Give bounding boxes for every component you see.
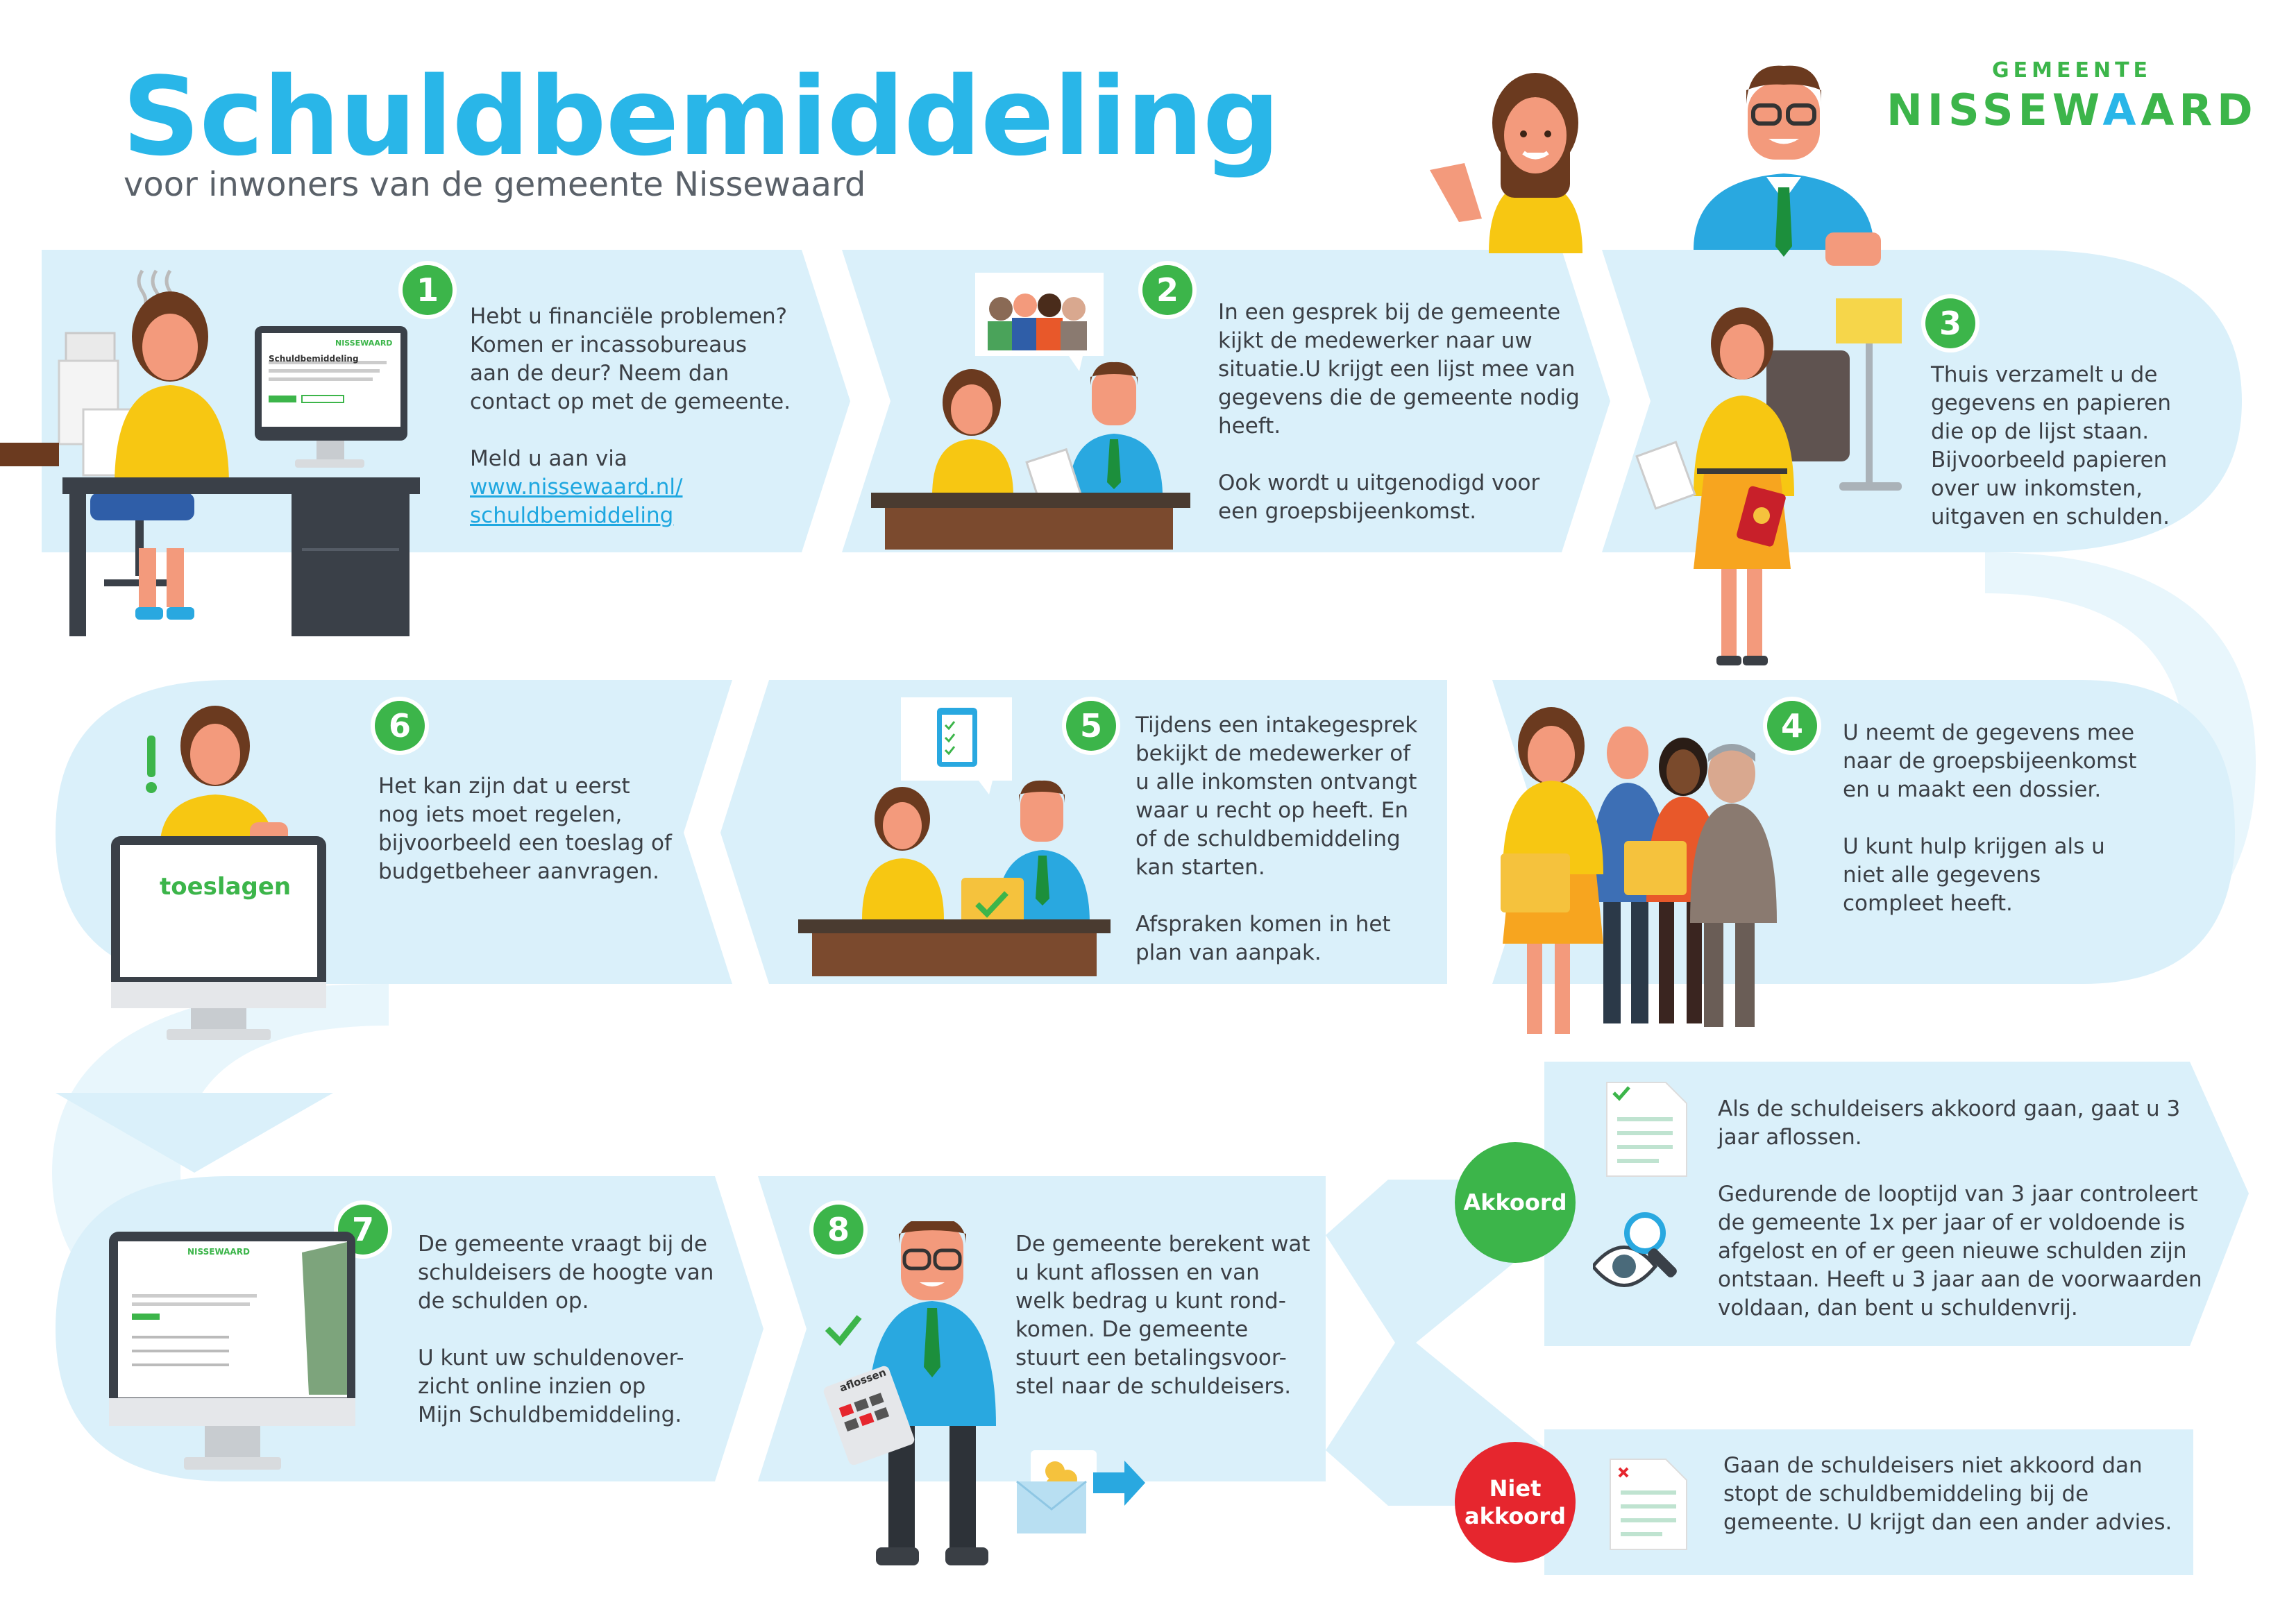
- step-8-text: De gemeente berekent wat u kunt aflossen…: [1015, 1232, 1310, 1399]
- step-6-illustration: [111, 706, 326, 1040]
- band-niet-akkoord: [1544, 1429, 2193, 1575]
- step-5-number: 5: [1066, 701, 1116, 751]
- band-akkoord: [1544, 1062, 2249, 1346]
- step-8-illustration: [823, 1221, 1145, 1565]
- header-woman-illustration: [1430, 73, 1582, 253]
- link-line-1: www.nissewaard.nl/: [470, 475, 683, 500]
- step-2-illustration: [871, 273, 1190, 550]
- step-4-illustration: [1501, 707, 1777, 1034]
- step-4-number: 4: [1767, 701, 1817, 751]
- logo-part-b: A: [2102, 85, 2141, 135]
- logo-part-a: NISSEW: [1886, 85, 2103, 135]
- header-man-illustration: [1694, 65, 1881, 266]
- step-1-number: 1: [403, 265, 453, 315]
- akkoord-badge: Akkoord: [1455, 1142, 1576, 1263]
- step-4-text: U neemt de gegevens mee naar de groepsbi…: [1843, 720, 2137, 916]
- step-3-text: Thuis verzamelt u de gegevens en papiere…: [1931, 362, 2171, 529]
- step-3-illustration: [1635, 298, 1902, 665]
- step-3-number: 3: [1925, 298, 1975, 348]
- logo-nissewaard: NISSEWAARD: [1886, 85, 2258, 135]
- band-step-1: [42, 250, 850, 552]
- step-5-illustration: [798, 697, 1111, 976]
- step-1-text: Hebt u financiële problemen? Komen er in…: [470, 303, 791, 530]
- niet-akkoord-text: Gaan de schuldeisers niet akkoord dan st…: [1723, 1453, 2172, 1535]
- page-title: Schuldbemiddeling: [122, 53, 1280, 180]
- step-7-illustration: [109, 1232, 355, 1470]
- monitor-1-brand: NISSEWAARD: [335, 339, 393, 348]
- logo-gemeente: GEMEENTE: [1992, 58, 2152, 83]
- step-6-number: 6: [375, 701, 425, 751]
- step-5-text: Tijdens een intakegesprek bekijkt de med…: [1136, 713, 1418, 965]
- niet-akkoord-document-icon: [1610, 1459, 1687, 1550]
- monitor-7-brand: NISSEWAARD: [187, 1247, 250, 1257]
- akkoord-icons: [1593, 1082, 1687, 1287]
- step-7-text: De gemeente vraagt bij de schuldeisers d…: [418, 1232, 714, 1427]
- branch-arrows: [1326, 1180, 1548, 1506]
- step-8-number: 8: [813, 1205, 863, 1255]
- akkoord-text: Als de schuldeisers akkoord gaan, gaat u…: [1718, 1096, 2202, 1320]
- logo-part-c: ARD: [2141, 85, 2258, 135]
- step-1-description: Hebt u financiële problemen? Komen er in…: [470, 304, 791, 471]
- monitor-1-title: Schuldbemiddeling: [269, 354, 359, 364]
- arrow-6-7: [56, 1093, 333, 1173]
- aanmeld-link[interactable]: www.nissewaard.nl/schuldbemiddeling: [470, 475, 683, 528]
- page-subtitle: voor inwoners van de gemeente Nissewaard: [124, 165, 866, 204]
- step-6-text: Het kan zijn dat u eerst nog iets moet r…: [378, 774, 672, 884]
- step-2-text: In een gesprek bij de gemeente kijkt de …: [1218, 300, 1580, 524]
- link-line-2: schuldbemiddeling: [470, 503, 674, 528]
- niet-akkoord-badge: Niet akkoord: [1455, 1442, 1576, 1563]
- step-2-number: 2: [1142, 265, 1192, 315]
- step-1-illustration: [0, 269, 420, 636]
- toeslagen-label: toeslagen: [160, 873, 292, 901]
